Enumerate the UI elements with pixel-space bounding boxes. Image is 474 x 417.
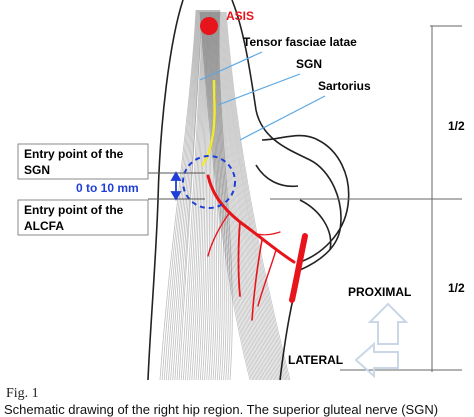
proximal-arrow	[367, 302, 409, 345]
sgn-leader-line	[217, 73, 301, 106]
tfl-fiber	[212, 9, 217, 381]
tfl-fiber	[180, 9, 204, 381]
alcfa-branch-2	[251, 239, 263, 321]
sartorius-fiber	[213, 11, 272, 381]
tfl-fiber	[217, 9, 229, 381]
tfl-fiber	[165, 9, 199, 381]
sartorius-fiber	[205, 11, 261, 381]
entry-sgn-box	[17, 143, 149, 180]
sartorius-fiber	[222, 11, 285, 381]
distance-label: 0 to 10 mm	[76, 181, 139, 195]
tfl-fiber	[159, 9, 197, 381]
lateral-circumflex-artery	[289, 233, 308, 303]
tfl-fiber	[163, 9, 198, 381]
alcfa-branch-3	[257, 249, 277, 307]
hip-inner-outline	[255, 164, 332, 251]
entry-alcfa-box	[17, 199, 149, 236]
sartorius-fiber	[216, 11, 277, 381]
sartorius-fiber	[213, 11, 273, 381]
tfl-fiber	[202, 9, 211, 381]
tfl-fiber	[216, 9, 227, 381]
sartorius-fiber	[220, 11, 283, 381]
tfl-fiber	[189, 9, 207, 381]
sartorius-fiber	[211, 11, 269, 381]
tfl-fiber	[218, 9, 233, 381]
half-top-label: 1/2	[448, 119, 465, 133]
distance-arrow	[170, 171, 182, 201]
sgn-label: SGN	[296, 57, 322, 71]
tfl-fiber	[185, 9, 206, 381]
tfl-fiber	[197, 9, 210, 381]
sartorius-fiber	[210, 11, 267, 381]
tfl-fiber	[208, 9, 214, 381]
tensor-leader-line	[199, 51, 263, 81]
proximal-label: PROXIMAL	[348, 285, 411, 299]
sartorius-label: Sartorius	[318, 79, 371, 93]
sartorius-fiber	[218, 11, 280, 381]
outer-thigh-outline	[147, 0, 184, 381]
figure-caption: Schematic drawing of the right hip regio…	[4, 402, 439, 417]
sartorius-fiber	[225, 11, 291, 381]
sartorius-fiber	[222, 11, 287, 381]
sartorius-fiber	[215, 11, 276, 381]
sartorius-fiber	[206, 11, 262, 381]
tfl-fiber	[182, 9, 205, 381]
sartorius-fiber	[217, 11, 278, 381]
entry-sgn-line2: SGN	[24, 163, 50, 177]
tensor-label: Tensor fasciae latae	[243, 35, 357, 49]
entry-sgn-line1: Entry point of the	[24, 147, 124, 161]
tfl-fiber	[176, 9, 203, 381]
asis-label: ASIS	[226, 9, 254, 23]
sartorius-fiber	[214, 11, 274, 381]
sartorius-fiber	[224, 11, 290, 381]
asis-marker	[200, 17, 218, 35]
tfl-fiber	[168, 9, 200, 381]
lateral-label: LATERAL	[288, 353, 343, 367]
tfl-fiber	[210, 9, 216, 381]
tfl-fiber	[195, 9, 209, 381]
acetabulum-outline	[261, 134, 350, 263]
alcfa-vessels	[206, 174, 308, 321]
alcfa-branch-1	[237, 221, 241, 297]
tfl-fiber	[191, 9, 208, 381]
pelvis-outline	[231, 0, 342, 271]
tfl-fiber	[193, 9, 209, 381]
tfl-fiber	[174, 9, 202, 381]
sartorius-fiber	[221, 11, 284, 381]
muscle-fiber-bundle	[159, 9, 291, 381]
half-bottom-label: 1/2	[448, 281, 465, 295]
alcfa-branch-5	[249, 229, 281, 236]
lateral-arrow	[354, 341, 399, 379]
alcfa-branch-4	[207, 211, 231, 257]
sartorius-fiber	[223, 11, 288, 381]
tfl-fiber	[161, 9, 198, 381]
sgn-nerve	[200, 79, 216, 167]
sartorius-fiber	[203, 11, 256, 381]
tfl-fiber	[170, 9, 201, 381]
tfl-fiber	[217, 9, 231, 381]
entry-region-circle	[182, 155, 236, 209]
tfl-fiber	[172, 9, 201, 381]
entry-alcfa-line2: ALCFA	[24, 219, 64, 233]
tfl-fiber	[213, 9, 219, 381]
sartorius-leader-line	[239, 95, 326, 141]
tfl-fiber	[215, 9, 225, 381]
tfl-fiber	[187, 9, 206, 381]
tfl-fiber	[199, 9, 211, 381]
sartorius-fiber	[204, 11, 259, 381]
figure-label: Fig. 1	[6, 386, 39, 401]
sartorius-fiber	[219, 11, 281, 381]
sartorius-fiber	[202, 11, 255, 381]
tfl-fiber	[213, 9, 221, 381]
sartorius-fiber	[209, 11, 266, 381]
sartorius-fiber	[204, 11, 258, 381]
sartorius-fiber	[212, 11, 270, 381]
entry-alcfa-line1: Entry point of the	[24, 203, 124, 217]
tfl-fiber	[214, 9, 223, 381]
